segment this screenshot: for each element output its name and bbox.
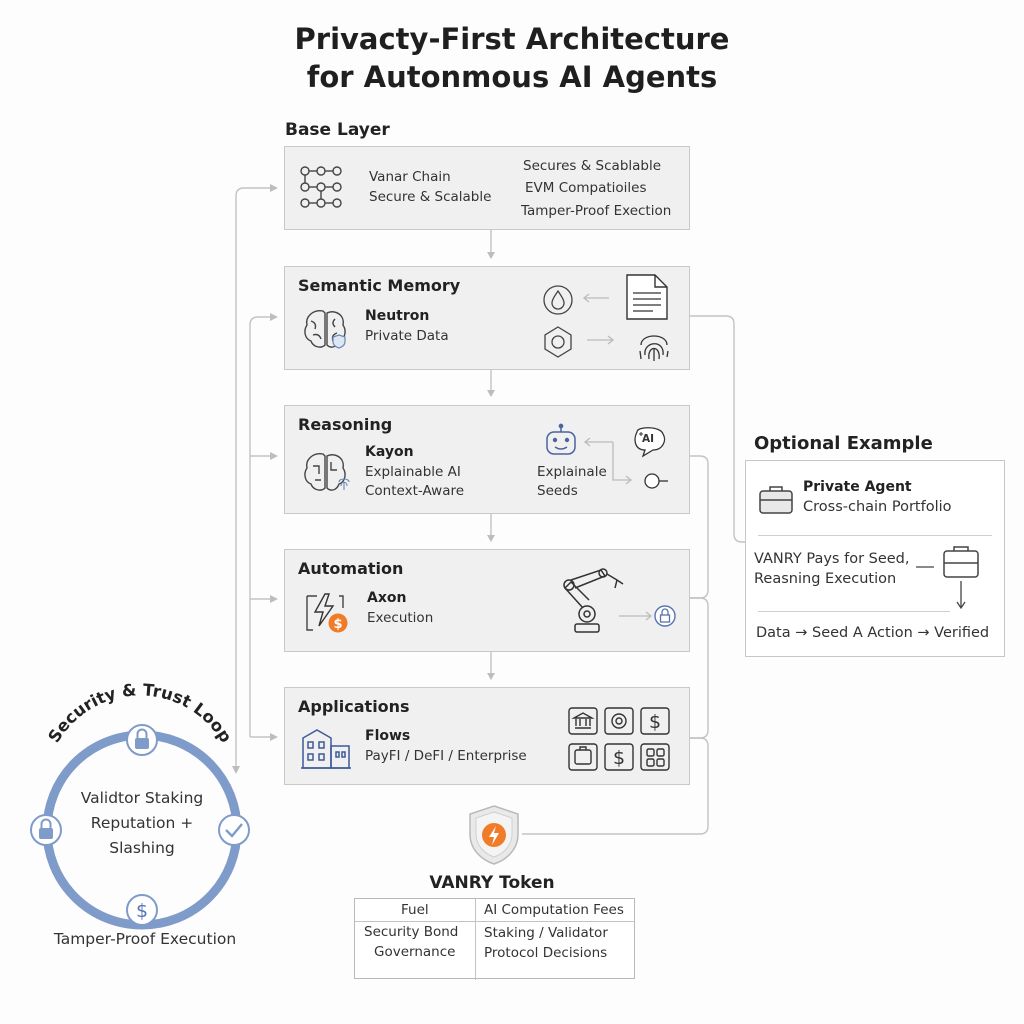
memory-name: Neutron [365, 308, 430, 324]
security-loop-footer: Tamper-Proof Execution [53, 930, 237, 948]
shield-node-icon [544, 326, 572, 358]
ai-badge: AI [642, 433, 655, 445]
optional-example-heading: Optional Example [754, 433, 933, 454]
droplet-icon [543, 285, 573, 315]
network-nodes-icon [300, 166, 342, 208]
memory-subtitle: Private Data [365, 328, 449, 344]
loop-line-3: Slashing [109, 839, 175, 857]
flow-line: Data → Seed A Action → Verified [756, 625, 990, 641]
title-line-2: for Autonmous AI Agents [306, 60, 718, 94]
dollar-coin-icon: $ [126, 894, 158, 926]
base-subtitle: Secure & Scalable [369, 189, 492, 205]
title-line-1: Privacty-First Architecture [294, 22, 730, 56]
briefcase-icon [759, 486, 793, 514]
layer-automation: Automation $ Axon Execution [284, 549, 690, 652]
lock-flow [619, 605, 676, 627]
diagram-title: Privacty-First Architecture for Autonmou… [0, 20, 1024, 96]
layer-semantic-memory: Semantic Memory Neutron Private Data [284, 266, 690, 370]
layer-base: Vanar Chain Secure & Scalable Secures & … [284, 146, 690, 230]
arrow-right-icon [587, 335, 615, 345]
brain-icon [304, 310, 346, 349]
chat-ai-icon [634, 427, 666, 458]
reasoning-subtitle-2: Context-Aware [365, 483, 465, 499]
automation-name: Axon [367, 590, 407, 606]
pays-line-1: VANRY Pays for Seed, [754, 551, 910, 567]
security-loop-center: Validtor Staking Reputation + Slashing [62, 786, 222, 861]
base-name: Vanar Chain [369, 169, 451, 185]
table-divider-vertical [475, 899, 476, 980]
reasoning-heading: Reasoning [298, 415, 393, 434]
automation-subtitle: Execution [367, 610, 434, 626]
base-right-line-1: Secures & Scablable [523, 158, 662, 174]
applications-name: Flows [365, 728, 411, 744]
agent-name: Private Agent [803, 479, 912, 495]
check-icon [218, 814, 250, 846]
token-cell-fuel: Fuel [401, 902, 429, 918]
token-cell-governance: Governance [374, 944, 456, 960]
divider-1 [758, 535, 992, 536]
layer-reasoning: Reasoning Kayon Explainable AI Context-A… [284, 405, 690, 514]
agent-subtitle: Cross-chain Portfolio [803, 499, 952, 515]
token-cell-security-bond: Security Bond [364, 924, 459, 940]
arrow-left-icon [582, 293, 609, 303]
layer-applications: Applications Flows PayFI / DeFI / Enterp… [284, 687, 690, 785]
svg-text:$: $ [649, 711, 661, 733]
svg-text:$: $ [333, 617, 342, 632]
loop-line-2: Reputation + [90, 814, 194, 832]
base-right-line-3: Tamper-Proof Exection [521, 203, 672, 219]
token-heading: VANRY Token [429, 873, 555, 893]
svg-text:$: $ [613, 747, 625, 769]
shield-bolt-icon [469, 805, 519, 865]
brain-icon [304, 453, 350, 491]
lock-icon [30, 814, 62, 846]
table-divider-horizontal [355, 921, 635, 922]
svg-text:$: $ [136, 900, 148, 922]
flow-connector [583, 437, 633, 485]
fingerprint-icon [639, 335, 669, 361]
lightning-icon: $ [306, 593, 348, 633]
loop-line-1: Validtor Staking [80, 789, 204, 807]
reasoning-name: Kayon [365, 444, 414, 460]
document-icon [626, 274, 668, 320]
token-cell-fees: AI Computation Fees [484, 902, 624, 918]
applications-subtitle: PayFI / DeFI / Enterprise [365, 748, 527, 764]
divider-2 [758, 611, 950, 612]
node-icon [644, 473, 668, 489]
reasoning-subtitle-1: Explainable AI [365, 464, 461, 480]
reasoning-right-line-1: Explainale [537, 464, 607, 480]
reasoning-right-line-2: Seeds [537, 483, 578, 499]
robot-arm-icon [563, 568, 624, 633]
pays-line-2: Reasning Execution [754, 571, 897, 587]
briefcase-flow [916, 546, 979, 610]
automation-heading: Automation [298, 559, 404, 578]
token-cell-staking: Staking / Validator [484, 925, 608, 941]
app-icons-grid: $ $ [568, 707, 670, 771]
optional-example-box: Private Agent Cross-chain Portfolio VANR… [745, 460, 1005, 657]
memory-heading: Semantic Memory [298, 276, 461, 295]
base-right-line-2: EVM Compatioiles [525, 180, 647, 196]
lock-icon [126, 724, 158, 756]
robot-icon [546, 423, 576, 455]
token-table: Fuel AI Computation Fees Security Bond G… [354, 898, 635, 980]
building-icon [301, 729, 351, 769]
applications-heading: Applications [298, 697, 410, 716]
token-cell-protocol: Protocol Decisions [484, 945, 608, 961]
base-layer-label: Base Layer [285, 120, 390, 140]
